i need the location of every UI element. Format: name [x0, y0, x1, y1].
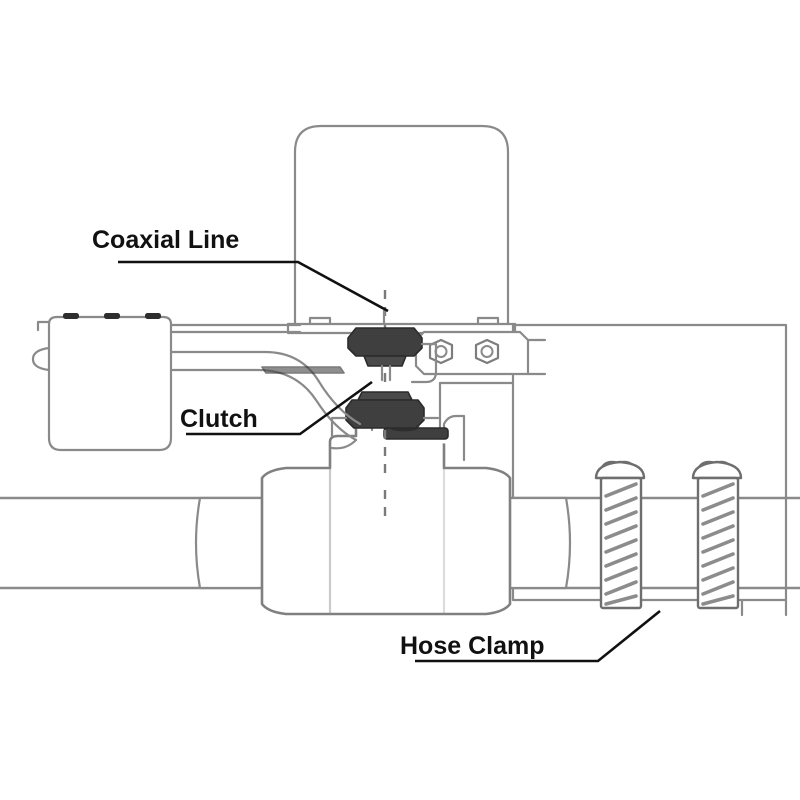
label-hose-clamp: Hose Clamp — [400, 632, 544, 660]
hose-clamp-left — [594, 460, 646, 610]
coupling-lower — [330, 391, 440, 438]
control-box — [31, 313, 173, 452]
leader-clutch — [186, 380, 373, 436]
coupling-upper — [347, 327, 438, 384]
lever-handle — [169, 323, 362, 450]
clamp-slot-hatch — [701, 482, 735, 606]
clamp-slot-hatch — [604, 482, 638, 606]
leader-coaxial-line — [118, 260, 389, 313]
pipe — [0, 496, 800, 590]
hex-bolt-right — [474, 338, 500, 365]
leader-hose-clamp — [415, 609, 661, 663]
actuator-housing — [286, 124, 517, 335]
label-clutch: Clutch — [180, 405, 258, 433]
hose-clamp-right — [691, 460, 743, 610]
label-coaxial-line: Coaxial Line — [92, 226, 239, 254]
